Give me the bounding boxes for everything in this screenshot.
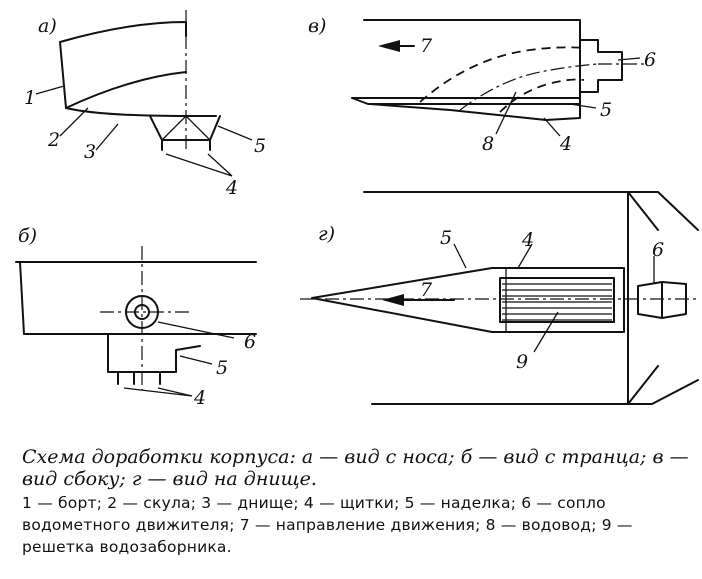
view-b-hull	[19, 261, 257, 335]
callout-v-8: 8	[482, 133, 494, 155]
view-a-side	[59, 41, 67, 109]
caption-title: Схема доработки корпуса: а — вид с носа;…	[22, 446, 689, 490]
view-b-label: б)	[18, 225, 37, 247]
callout-g-6: 6	[652, 239, 664, 261]
callout-v-6: 6	[644, 49, 656, 71]
callout-v-4: 4	[559, 133, 572, 155]
view-b-flaps	[117, 371, 161, 385]
view-a-bottom	[65, 107, 217, 117]
callout-g-9: 9	[516, 351, 528, 373]
view-a-label: а)	[38, 15, 57, 37]
view-g-grille-bars	[502, 283, 612, 321]
view-v-leaders	[495, 57, 641, 137]
callout-v-7: 7	[420, 35, 433, 57]
callout-a-5: 5	[254, 135, 266, 157]
view-g-insert	[311, 267, 625, 333]
caption-legend: 1 — борт; 2 — скула; 3 — днище; 4 — щитк…	[22, 494, 633, 556]
callout-b-6: 6	[244, 331, 256, 353]
view-b-insert-leader	[179, 355, 213, 365]
callout-b-4: 4	[193, 387, 206, 409]
view-v-hull-top	[363, 19, 581, 101]
view-a-deck-curve	[59, 21, 187, 43]
view-g-outline-bottom	[371, 379, 699, 405]
view-v-keel	[351, 97, 581, 105]
view-a: а) 1 2 3 4 5	[24, 10, 266, 199]
view-a-chine	[65, 71, 187, 109]
view-b-flap-leaders	[123, 387, 193, 397]
view-v-label: в)	[308, 15, 326, 37]
view-v-duct-upper	[419, 46, 585, 103]
view-a-insert	[149, 115, 221, 141]
callout-a-4: 4	[225, 177, 238, 199]
view-v: в) 7 6 5 8 4	[308, 15, 656, 155]
view-v-arrow-head	[378, 40, 400, 52]
view-g-label: г)	[318, 223, 335, 245]
callout-b-5: 5	[216, 357, 228, 379]
view-g-grille-frame	[499, 277, 615, 323]
view-b-insert	[107, 333, 201, 373]
view-b: б) 6 5 4	[15, 225, 257, 409]
view-v-insert	[369, 103, 581, 121]
figure-caption: Схема доработки корпуса: а — вид с носа;…	[22, 446, 694, 558]
view-g-outline-top	[363, 191, 699, 231]
view-g-transom-chamfer	[627, 191, 659, 405]
view-v-nozzle	[579, 39, 623, 93]
callout-a-2: 2	[47, 129, 60, 151]
callout-g-4: 4	[521, 229, 534, 251]
callout-v-5: 5	[600, 99, 612, 121]
view-b-nozzle-inner	[134, 304, 150, 320]
view-g-leaders	[453, 243, 655, 353]
view-g-arrow-head	[382, 294, 404, 306]
view-a-leaders	[35, 85, 253, 151]
view-v-duct-center	[459, 63, 599, 111]
view-a-insert-vee	[161, 115, 211, 141]
view-g: г) 5 4 6 7 9	[300, 191, 700, 405]
callout-a-1: 1	[24, 87, 36, 109]
callout-a-3: 3	[84, 141, 96, 163]
view-a-flap-leaders	[165, 153, 233, 177]
view-b-nozzle-leader	[157, 321, 235, 339]
view-b-nozzle-outer	[125, 295, 159, 329]
view-v-duct-lower	[499, 78, 585, 113]
callout-g-5: 5	[440, 227, 452, 249]
callout-g-7: 7	[420, 279, 433, 301]
view-a-flaps	[161, 139, 211, 151]
